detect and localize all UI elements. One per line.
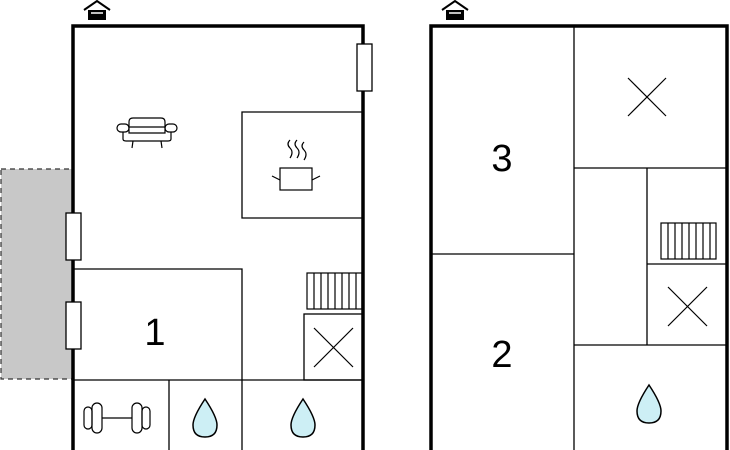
cross-mark-icon (627, 77, 667, 117)
room-label-2: 2 (491, 334, 512, 376)
kitchen-partition (241, 111, 363, 219)
ground-floor-plan: 1 (0, 0, 373, 450)
window-left-upper (65, 212, 82, 261)
upper-floor-plan: 3 2 (429, 0, 729, 450)
water-drop-icon (636, 383, 662, 424)
radiator-icon (660, 222, 717, 260)
upper-outer-wall (429, 24, 729, 450)
window-left-lower (65, 301, 82, 350)
ground-outer-wall (71, 24, 365, 450)
water-drop-icon (290, 397, 316, 438)
radiator-icon (306, 272, 363, 310)
water-drop-icon (192, 397, 218, 438)
sofa-icon (116, 117, 178, 149)
room-1-partition (73, 268, 243, 380)
storage-closet (303, 313, 364, 381)
house-entrance-icon (441, 0, 469, 20)
terrace-area (0, 168, 74, 380)
cross-mark-icon (667, 286, 708, 327)
room-label-1: 1 (144, 312, 165, 354)
house-entrance-icon (83, 0, 111, 20)
dumbbell-icon (83, 402, 151, 434)
cross-mark-icon (313, 327, 354, 368)
window-top-right (356, 43, 373, 92)
cooking-pot-icon (271, 139, 321, 191)
room-label-3: 3 (491, 138, 512, 180)
